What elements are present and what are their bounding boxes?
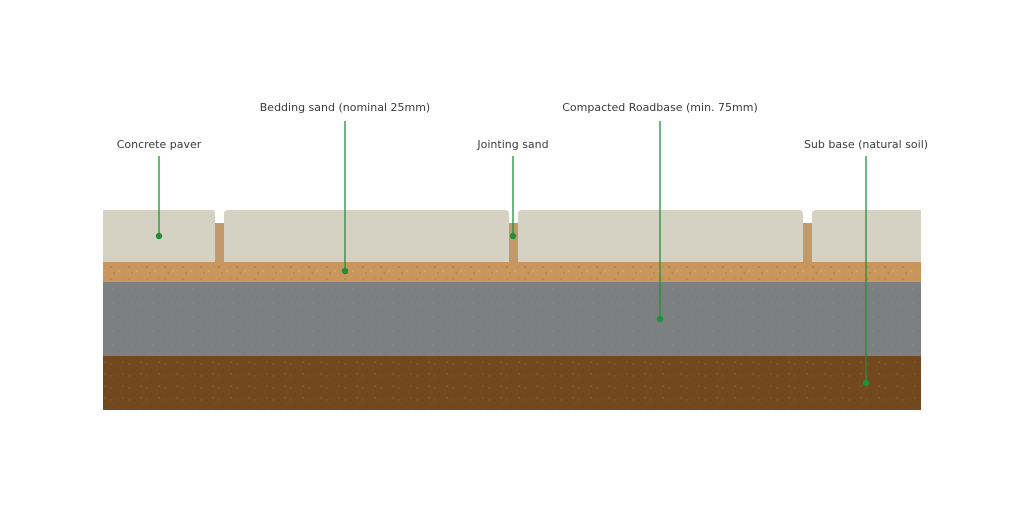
joint-strip (509, 223, 518, 262)
label-roadbase: Compacted Roadbase (min. 75mm) (562, 101, 758, 114)
label-concrete-paver: Concrete paver (117, 138, 202, 151)
bedding-sand-layer (103, 261, 921, 282)
sub-base-layer (103, 355, 921, 410)
label-jointing-sand: Jointing sand (476, 138, 548, 151)
leader-dot-roadbase (656, 315, 664, 323)
label-bedding-sand: Bedding sand (nominal 25mm) (260, 101, 430, 114)
leader-lines (155, 121, 870, 387)
jointing-sand-strips (215, 223, 812, 262)
leader-dot-sub-base (862, 379, 870, 387)
joint-strip (803, 223, 812, 262)
concrete-paver-block (224, 210, 509, 262)
leader-dot-concrete-paver (155, 232, 163, 240)
label-sub-base: Sub base (natural soil) (804, 138, 928, 151)
leader-dot-jointing-sand (509, 232, 517, 240)
joint-strip (215, 223, 224, 262)
labels: Concrete paver Bedding sand (nominal 25m… (117, 101, 928, 151)
roadbase-layer (103, 281, 921, 356)
leader-dot-bedding-sand (341, 267, 349, 275)
